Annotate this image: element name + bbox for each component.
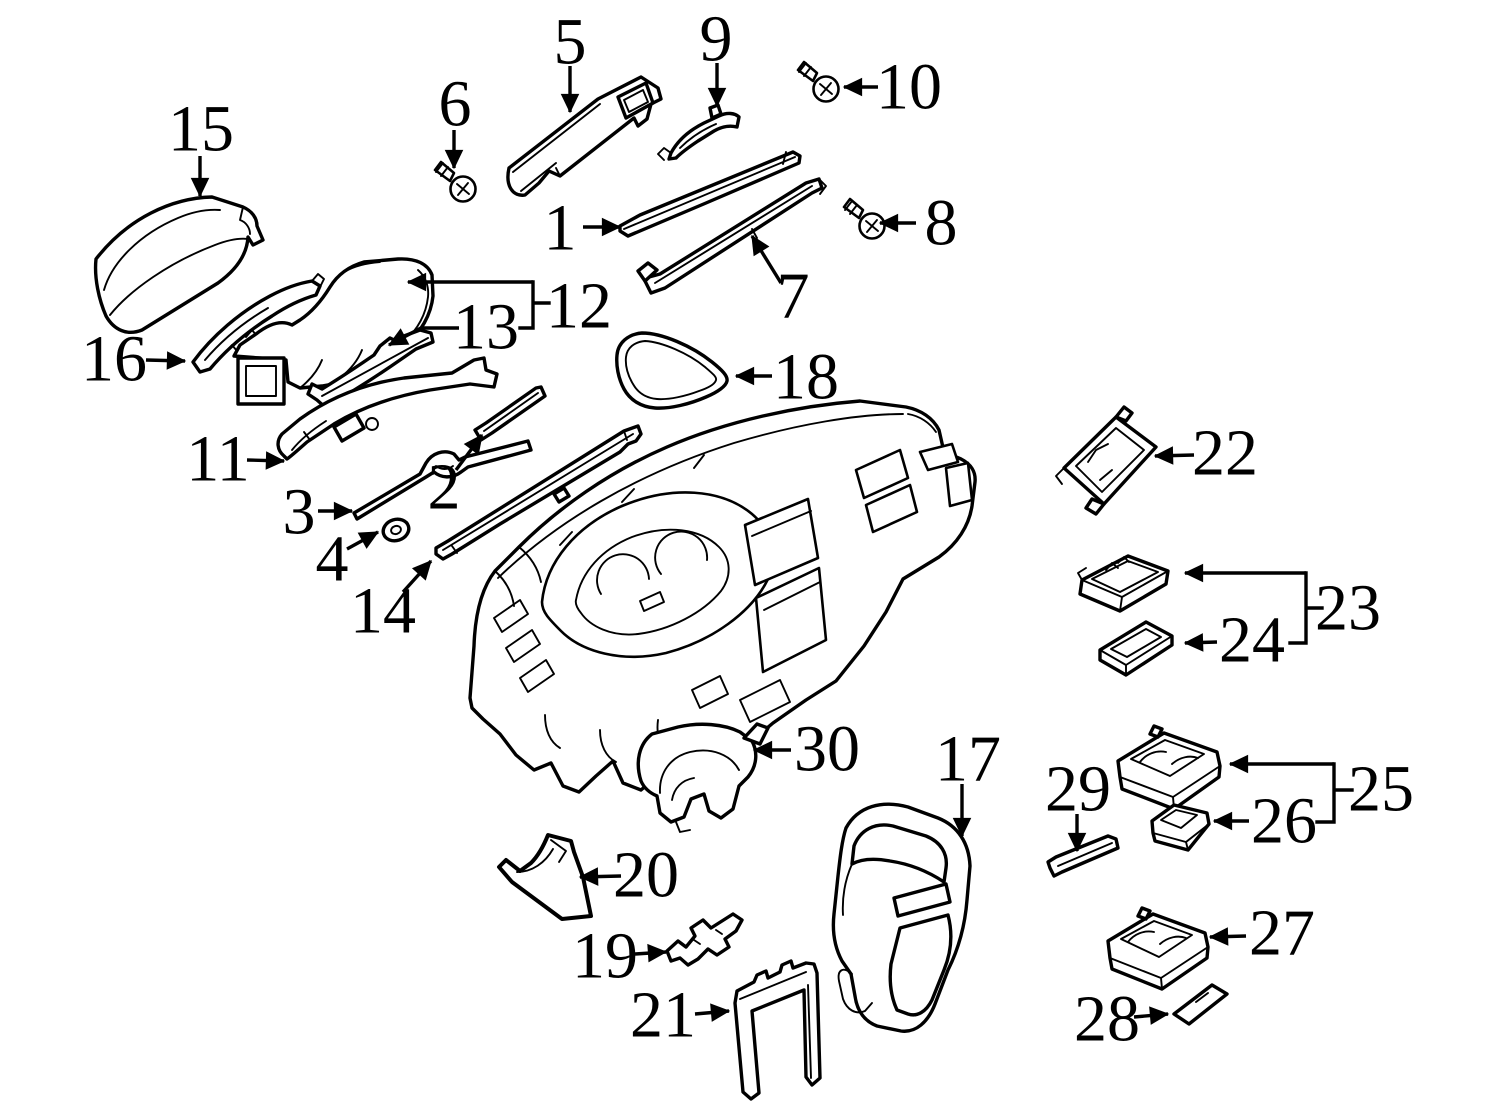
part-18-seal-ring[interactable] — [615, 331, 729, 410]
part-1-trim-strip[interactable] — [618, 150, 802, 238]
part-22-bracket[interactable] — [1055, 405, 1158, 516]
leader-lines — [145, 63, 1354, 1025]
part-3-bracket-strip[interactable] — [352, 439, 533, 521]
part-26-insert-tray[interactable] — [1150, 803, 1211, 852]
callout-label-26[interactable]: 26 — [1251, 785, 1317, 858]
leader-arrow-13 — [387, 326, 459, 347]
callout-label-13[interactable]: 13 — [453, 291, 519, 364]
bracket-25-26 — [1315, 762, 1354, 824]
callout-label-29[interactable]: 29 — [1045, 753, 1111, 826]
part-4-grommet[interactable] — [380, 516, 411, 544]
part-2-trim-strip[interactable] — [473, 385, 547, 442]
leader-arrow-7 — [750, 234, 783, 284]
callout-label-19[interactable]: 19 — [572, 920, 638, 993]
part-25-holder[interactable] — [1116, 724, 1222, 811]
part-14-mounting-rail[interactable] — [434, 424, 643, 561]
part-23-tray[interactable] — [1077, 554, 1170, 613]
leader-arrow-21 — [694, 1003, 731, 1022]
part-6-screw[interactable] — [433, 160, 477, 203]
leader-arrow-22 — [1153, 446, 1195, 465]
callout-label-6[interactable]: 6 — [439, 68, 472, 141]
part-29-trim-strip[interactable] — [1046, 834, 1120, 878]
callout-label-11[interactable]: 11 — [186, 423, 250, 496]
part-21-frame[interactable] — [733, 959, 822, 1101]
callout-label-5[interactable]: 5 — [554, 6, 587, 79]
part-19-trim-strip[interactable] — [665, 912, 744, 967]
callout-label-27[interactable]: 27 — [1249, 897, 1315, 970]
callout-label-4[interactable]: 4 — [316, 523, 349, 596]
part-15-cluster-hood[interactable] — [93, 195, 265, 335]
part-24-insert[interactable] — [1098, 620, 1174, 677]
callout-label-21[interactable]: 21 — [630, 979, 696, 1052]
callout-label-14[interactable]: 14 — [350, 575, 416, 648]
part-9-bracket[interactable] — [657, 103, 741, 161]
part-30-column-cover[interactable] — [636, 722, 770, 833]
part-11-lower-trim-panel[interactable] — [276, 356, 499, 461]
callout-labels: 1 2 3 4 5 6 7 8 9 10 11 12 13 14 15 16 1… — [81, 3, 1414, 1056]
leader-arrow-19 — [634, 943, 668, 963]
callout-label-20[interactable]: 20 — [613, 839, 679, 912]
part-10-screw[interactable] — [796, 60, 840, 103]
leader-arrow-28 — [1133, 1006, 1170, 1025]
callout-label-24[interactable]: 24 — [1219, 604, 1285, 677]
part-27-holder[interactable] — [1106, 906, 1210, 991]
leader-arrow-4 — [346, 530, 380, 551]
part-17-center-console-trim[interactable] — [831, 802, 972, 1033]
callout-label-1[interactable]: 1 — [544, 192, 577, 265]
callout-label-8[interactable]: 8 — [925, 187, 958, 260]
callout-label-22[interactable]: 22 — [1192, 417, 1258, 490]
callout-label-3[interactable]: 3 — [283, 476, 316, 549]
leader-arrow-11 — [246, 451, 286, 470]
callout-label-7[interactable]: 7 — [777, 260, 810, 333]
part-20-highlighted-trim[interactable] — [497, 833, 593, 921]
part-20-shape[interactable] — [497, 833, 593, 921]
part-28-cover-plate[interactable] — [1172, 983, 1229, 1026]
part-8-screw[interactable] — [842, 197, 886, 240]
callout-label-10[interactable]: 10 — [876, 51, 942, 124]
part-5-upper-trim-panel[interactable] — [506, 75, 663, 197]
callout-label-18[interactable]: 18 — [773, 341, 839, 414]
callout-label-23[interactable]: 23 — [1315, 572, 1381, 645]
callout-label-15[interactable]: 15 — [168, 93, 234, 166]
leader-arrow-24 — [1183, 633, 1218, 652]
part-16-trim-strip[interactable] — [191, 273, 325, 374]
callout-label-12[interactable]: 12 — [546, 270, 612, 343]
callout-label-9[interactable]: 9 — [700, 3, 733, 76]
leader-arrow-14 — [401, 559, 433, 594]
leader-arrow-20 — [578, 867, 622, 886]
callout-label-30[interactable]: 30 — [794, 713, 860, 786]
callout-label-28[interactable]: 28 — [1074, 983, 1140, 1056]
bracket-12-13 — [518, 280, 551, 330]
leader-arrow-16 — [145, 351, 187, 370]
callout-label-2[interactable]: 2 — [428, 451, 461, 524]
leader-arrow-2 — [454, 433, 484, 472]
dashboard-body — [468, 399, 977, 794]
bracket-23-24 — [1288, 571, 1324, 645]
leader-arrow-27 — [1208, 927, 1247, 946]
callout-label-17[interactable]: 17 — [935, 723, 1001, 796]
callout-label-16[interactable]: 16 — [81, 323, 147, 396]
part-7-mounting-rail[interactable] — [636, 177, 827, 295]
callout-label-25[interactable]: 25 — [1348, 753, 1414, 826]
